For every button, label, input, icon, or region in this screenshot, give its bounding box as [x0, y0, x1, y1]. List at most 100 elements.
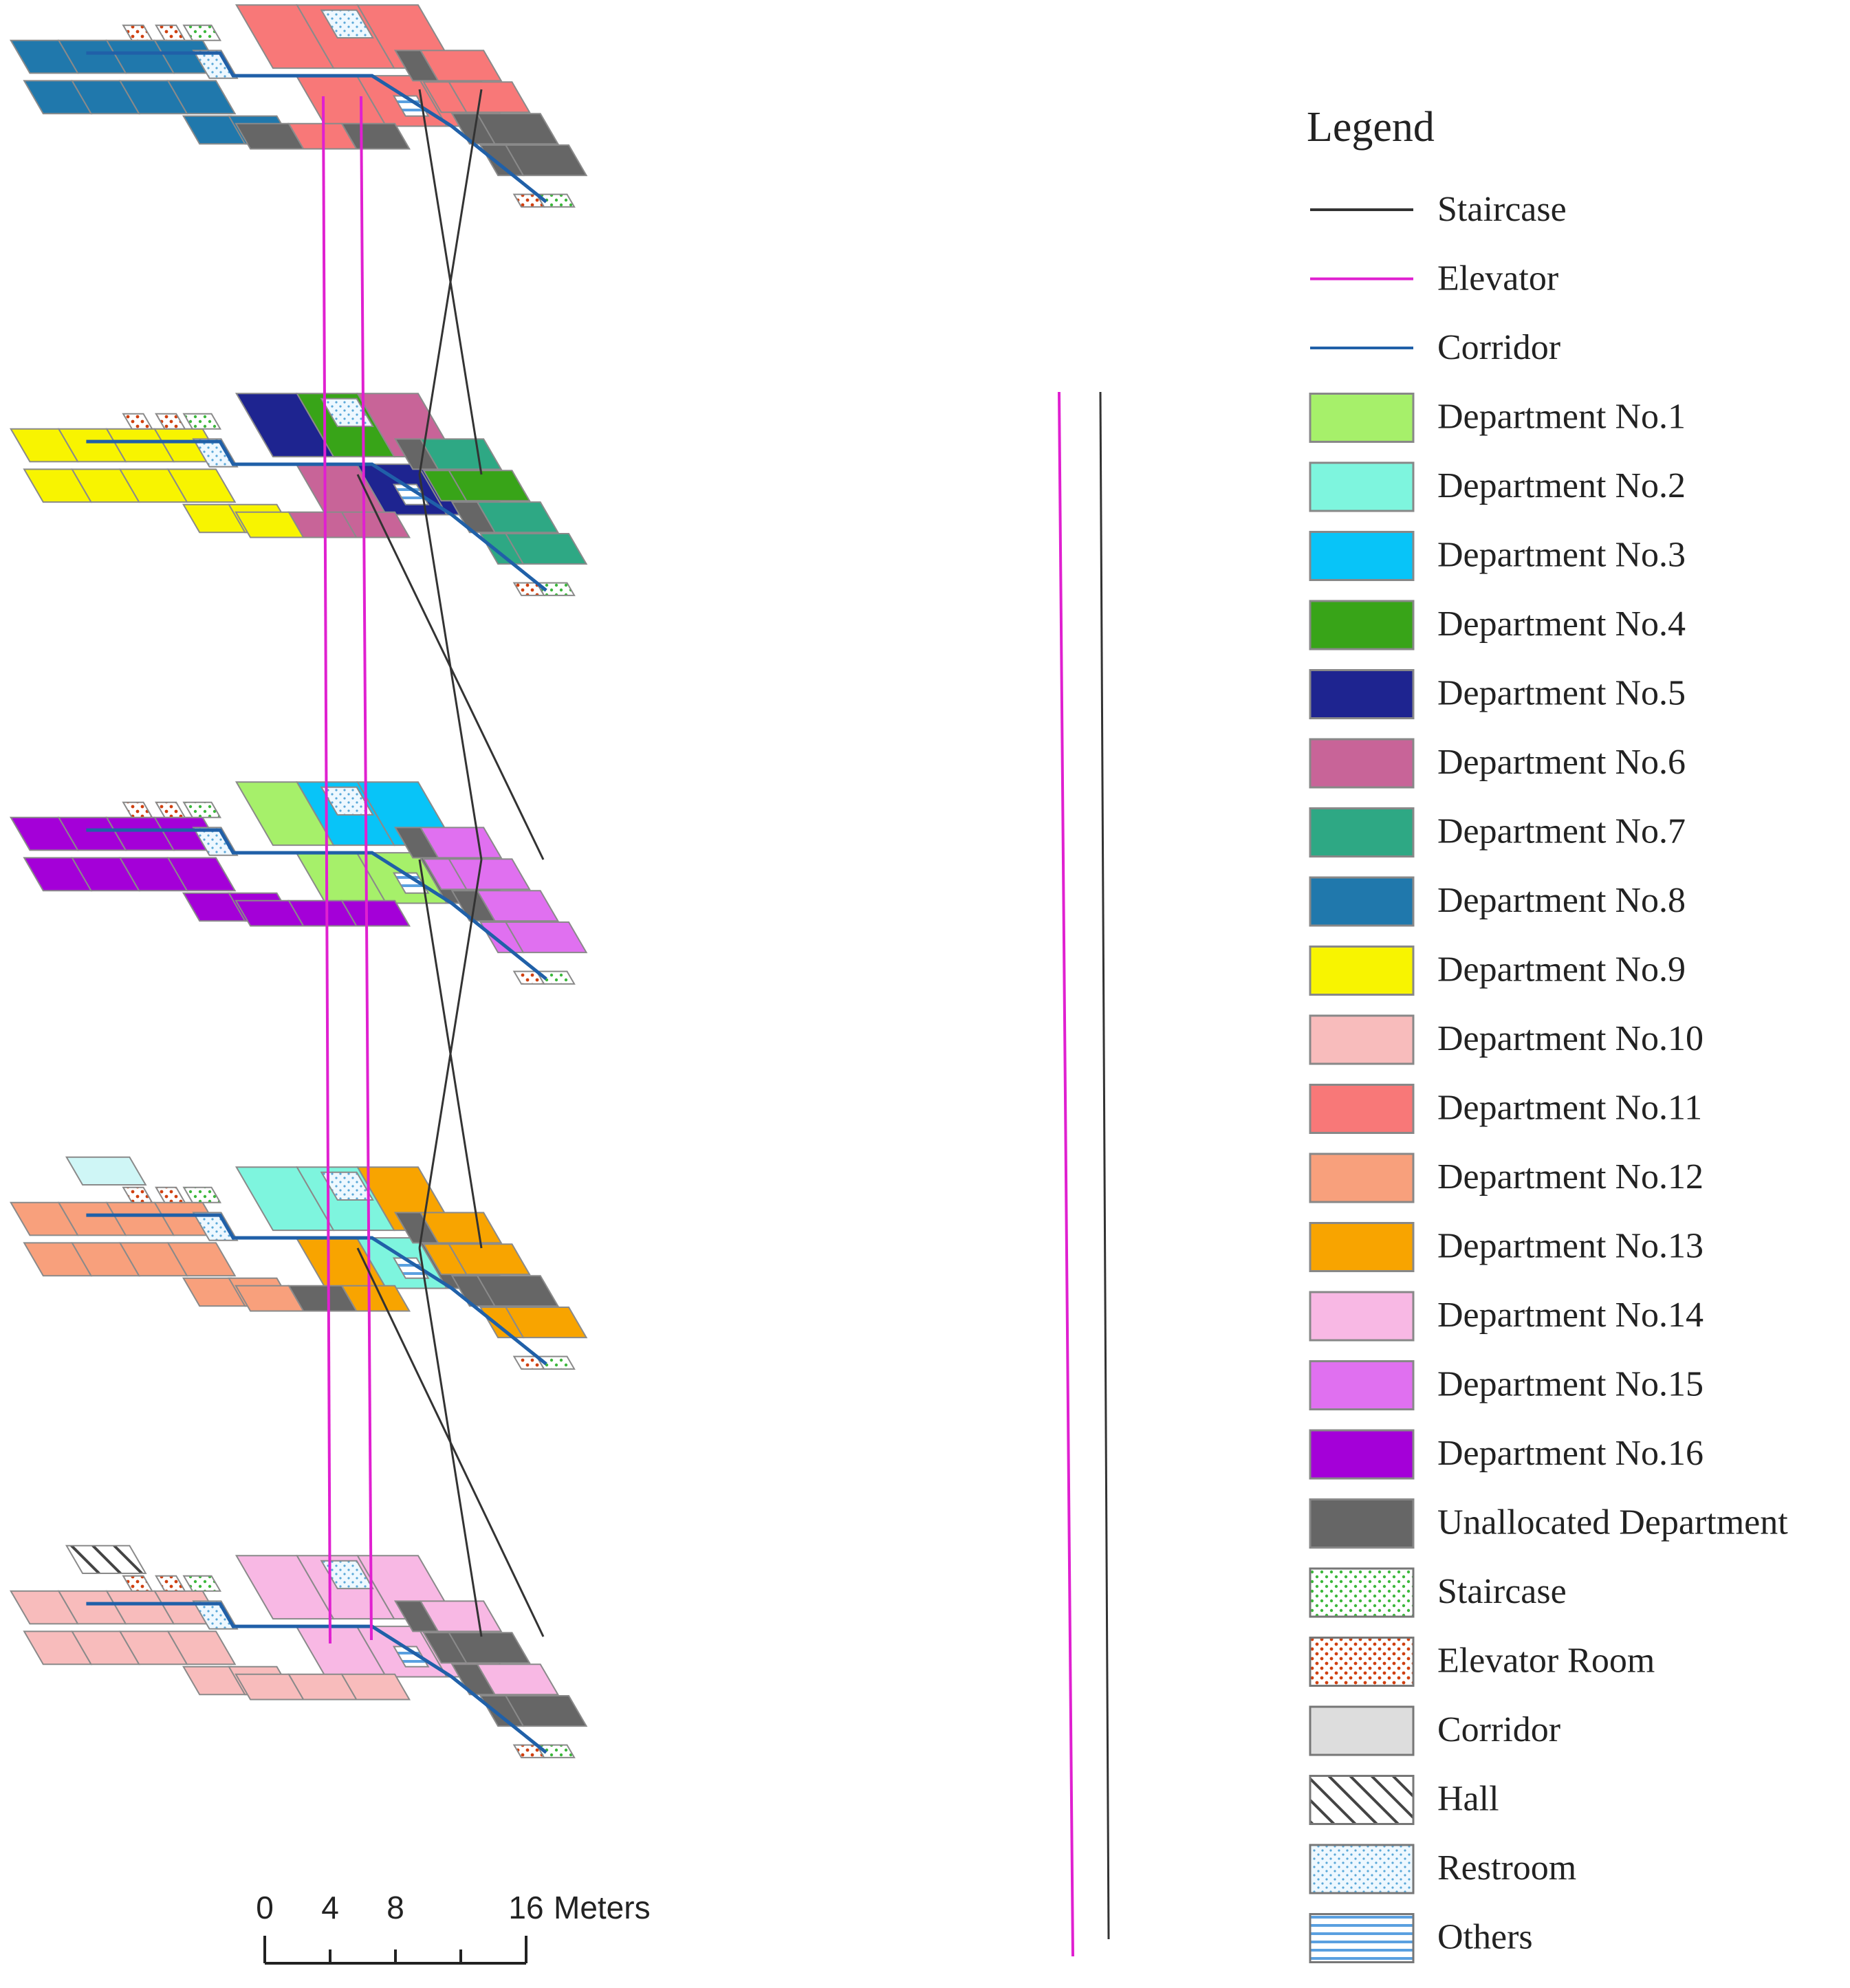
staircase-room [182, 1575, 222, 1592]
room-left-wing-bottom [166, 1242, 237, 1277]
floor-4 [9, 393, 588, 596]
room-tail-left [393, 1600, 439, 1632]
corridor-line [86, 1213, 547, 1366]
legend-fill-swatch [1309, 600, 1415, 651]
elevator-room [155, 413, 186, 430]
legend-pattern-swatch [1309, 1775, 1415, 1825]
staircase-line [356, 474, 545, 860]
room-tail-left [479, 533, 525, 565]
staircase-line [356, 1247, 545, 1637]
scale-bar-label: 4 [321, 1890, 339, 1925]
elevator-line [360, 96, 373, 1641]
floor-1 [9, 1544, 588, 1758]
legend-title: Legend [1307, 104, 1435, 151]
legend-label: Elevator [1437, 259, 1558, 298]
room-tail-left [422, 470, 468, 502]
floor-2 [9, 1156, 588, 1370]
room-tail-left [479, 1307, 525, 1339]
elevator-room [122, 801, 153, 818]
legend-pattern-swatch [1309, 1705, 1415, 1756]
legend-label: Department No.10 [1437, 1019, 1704, 1058]
legend-label: Department No.1 [1437, 397, 1686, 437]
room-tail-left [422, 81, 468, 113]
staircase-room [535, 1744, 576, 1758]
scale-bar-label: 16 [508, 1890, 543, 1925]
staircase-room [535, 193, 576, 208]
legend-fill-swatch [1309, 1014, 1415, 1065]
legend-label: Hall [1437, 1780, 1499, 1819]
legend-label: Others [1437, 1918, 1533, 1957]
others-room [392, 1257, 430, 1279]
legend-label: Department No.16 [1437, 1434, 1704, 1473]
legend-pattern-swatch [1309, 1567, 1415, 1618]
room-tail-left [422, 858, 468, 891]
corridor-line [86, 51, 547, 204]
legend-fill-swatch [1309, 393, 1415, 443]
hall [65, 1544, 147, 1574]
legend-label: Elevator Room [1437, 1641, 1655, 1681]
legend-fill-swatch [1309, 531, 1415, 581]
scale-bar-unit: Meters [554, 1890, 651, 1925]
legend-fill-swatch [1309, 1222, 1415, 1272]
room-lower-stub [340, 899, 411, 927]
restroom [192, 1600, 239, 1630]
legend-label: Department No.12 [1437, 1157, 1704, 1197]
elevator-room [122, 1186, 153, 1203]
legend-label: Department No.3 [1437, 536, 1686, 575]
scale-bar-label: 8 [387, 1890, 404, 1925]
legend-fill-swatch [1309, 1291, 1415, 1342]
room-left-wing-bottom [166, 80, 237, 115]
scale-bar-label: 0 [256, 1890, 274, 1925]
legend-pattern-swatch [1309, 1637, 1415, 1687]
legend-label: Department No.4 [1437, 604, 1686, 644]
legend-label: Department No.11 [1437, 1089, 1702, 1128]
restroom [320, 1560, 374, 1590]
legend-fill-swatch [1309, 1084, 1415, 1134]
corridor-line [86, 439, 547, 592]
legend-label: Department No.14 [1437, 1296, 1704, 1335]
room-left-wing-bottom [166, 468, 237, 503]
room-tail-left [422, 1243, 468, 1276]
room-tail-left [479, 921, 525, 954]
corridor-line [86, 1602, 547, 1754]
floor-3 [9, 781, 588, 985]
others-room [392, 872, 430, 894]
room-tail-left [479, 144, 525, 177]
room-lower-stub [340, 1285, 411, 1312]
elevator-room [122, 24, 153, 41]
legend-fill-swatch [1309, 1429, 1415, 1480]
elevator-line [322, 96, 331, 1644]
legend-fill-swatch [1309, 876, 1415, 927]
staircase-room [182, 413, 222, 430]
restroom [320, 786, 374, 816]
legend-label: Restroom [1437, 1848, 1576, 1888]
legend-label: Corridor [1437, 328, 1560, 367]
legend-label: Corridor [1437, 1710, 1560, 1749]
legend-fill-swatch [1309, 461, 1415, 512]
legend-fill-swatch [1309, 738, 1415, 789]
restroom [192, 50, 239, 79]
legend-fill-swatch [1309, 1360, 1415, 1410]
room-lower-stub [340, 122, 411, 150]
legend-label: Department No.2 [1437, 466, 1686, 505]
floor-5 [9, 4, 588, 208]
staircase-room [535, 1355, 576, 1370]
legend-label: Department No.8 [1437, 881, 1686, 920]
legend-label: Department No.6 [1437, 743, 1686, 782]
legend-fill-swatch [1309, 946, 1415, 996]
restroom [192, 438, 239, 468]
staircase-line [418, 89, 483, 475]
elevator-room [122, 1575, 153, 1592]
room-tail-left [479, 1695, 525, 1727]
staircase-room [182, 801, 222, 818]
legend-label: Department No.15 [1437, 1365, 1704, 1404]
room-left-wing-bottom [166, 1630, 237, 1665]
elevator-line [1058, 391, 1074, 1957]
room-tail-left [393, 1212, 439, 1244]
restroom [320, 1171, 374, 1201]
restroom [320, 9, 374, 39]
restroom [192, 1212, 239, 1241]
legend-fill-swatch [1309, 669, 1415, 719]
staircase-room [535, 970, 576, 985]
room-tail-left [393, 50, 439, 82]
